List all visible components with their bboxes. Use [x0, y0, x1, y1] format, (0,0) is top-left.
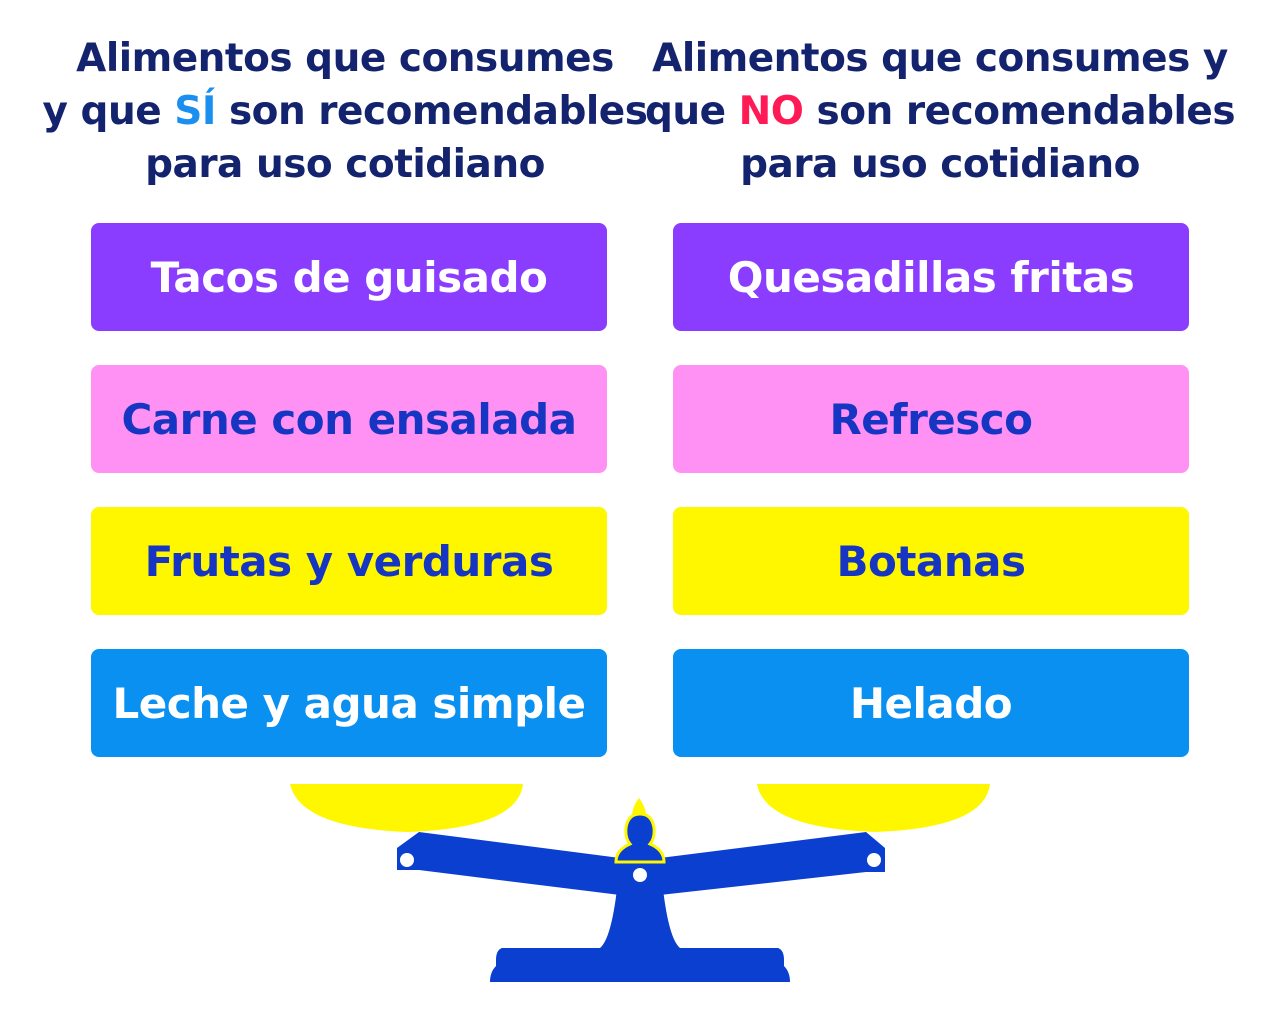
food-card-not-recommended: Botanas: [673, 507, 1189, 615]
scale-knob: [614, 812, 666, 864]
right-heading-line-1: Alimentos que consumes y: [652, 36, 1228, 81]
right-pan: [757, 784, 990, 832]
right-column-heading: Alimentos que consumes y que NO son reco…: [630, 32, 1250, 191]
left-heading-post: son recomendables: [215, 89, 648, 134]
right-pivot: [867, 853, 881, 867]
center-pivot: [633, 868, 647, 882]
scale-base: [490, 948, 790, 982]
right-heading-post: son recomendables: [803, 89, 1236, 134]
left-heading-line-2: y que SÍ son recomendables: [40, 85, 650, 138]
scale-column: [600, 880, 680, 948]
food-card-recommended: Carne con ensalada: [91, 365, 607, 473]
left-heading-line-3: para uso cotidiano: [145, 142, 545, 187]
right-heading-pre: que: [644, 89, 739, 134]
food-card-recommended: Tacos de guisado: [91, 223, 607, 331]
food-card-recommended: Leche y agua simple: [91, 649, 607, 757]
balance-scale-icon: [290, 784, 990, 982]
food-card-not-recommended: Helado: [673, 649, 1189, 757]
left-heading-pre: y que: [42, 89, 175, 134]
no-highlight: NO: [738, 89, 804, 134]
yes-highlight: SÍ: [174, 89, 216, 134]
food-card-recommended: Frutas y verduras: [91, 507, 607, 615]
left-pan: [290, 784, 523, 832]
food-card-not-recommended: Refresco: [673, 365, 1189, 473]
left-pivot: [400, 853, 414, 867]
left-column-heading: Alimentos que consumes y que SÍ son reco…: [40, 32, 650, 191]
right-heading-line-2: que NO son recomendables: [630, 85, 1250, 138]
left-heading-line-1: Alimentos que consumes: [76, 36, 614, 81]
food-card-not-recommended: Quesadillas fritas: [673, 223, 1189, 331]
right-heading-line-3: para uso cotidiano: [740, 142, 1140, 187]
